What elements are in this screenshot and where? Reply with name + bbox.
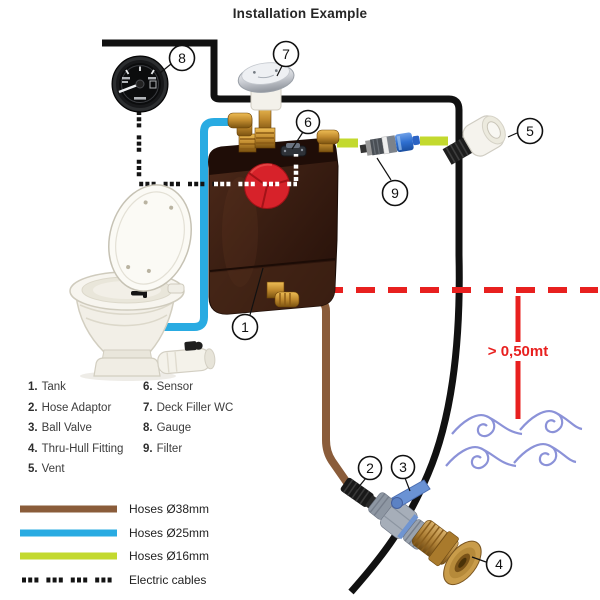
- svg-text:3: 3: [399, 459, 407, 475]
- callout-6: 6: [295, 109, 321, 135]
- svg-text:2: 2: [366, 460, 374, 476]
- hose-legend-16mm: Hoses Ø16mm: [20, 548, 209, 564]
- hose-25mm-toilet-to-tank: [126, 118, 231, 331]
- hose-legend-38mm: Hoses Ø38mm: [20, 501, 209, 517]
- electric-cables: [136, 111, 299, 187]
- callout-1: 1: [231, 313, 259, 341]
- hose-16mm-vent-line: [337, 136, 448, 148]
- svg-text:9: 9: [391, 185, 399, 201]
- deck-filler-wc: [237, 62, 295, 149]
- legend-item-sensor: 6.Sensor: [143, 381, 194, 393]
- vent: [442, 115, 506, 165]
- callout-5: 5: [516, 117, 544, 145]
- parts-legend-col1: 1.Tank 2.Hose Adaptor 3.Ball Valve 4.Thr…: [28, 377, 123, 480]
- page-title: Installation Example: [232, 6, 368, 21]
- legend-item-tank: 1.Tank: [28, 381, 66, 393]
- toilet-pump: [157, 341, 216, 375]
- hose-16mm-swatch: [20, 552, 117, 560]
- hose-legend: Hoses Ø38mm Hoses Ø25mm Hoses Ø16mm Elec…: [20, 501, 209, 595]
- svg-text:5: 5: [526, 123, 534, 139]
- svg-text:8: 8: [178, 50, 186, 66]
- callout-leaders: [159, 63, 518, 563]
- hose-adaptor: [340, 477, 377, 509]
- legend-item-hose-adaptor: 2.Hose Adaptor: [28, 401, 112, 414]
- electric-cables-swatch: [22, 577, 115, 582]
- parts-legend-col2: 6.Sensor 7.Deck Filler WC 8.Gauge 9.Filt…: [143, 377, 233, 459]
- svg-text:6: 6: [304, 114, 312, 130]
- svg-text:7: 7: [282, 46, 290, 62]
- legend-item-vent: 5.Vent: [28, 463, 65, 475]
- legend-item-ball-valve: 3.Ball Valve: [28, 422, 92, 434]
- legend-item-filter: 9.Filter: [143, 442, 183, 455]
- svg-text:4: 4: [495, 556, 503, 572]
- hose-25mm-swatch: [20, 529, 117, 536]
- sensor: [280, 143, 307, 157]
- filter: [359, 132, 421, 156]
- tank-outlet-elbow: [266, 281, 300, 308]
- callout-9: 9: [381, 179, 409, 207]
- thru-hull-fitting: [411, 520, 482, 586]
- tank-vent-elbow: [316, 129, 340, 153]
- waves: [445, 410, 583, 470]
- tank-inlet-elbow: [227, 112, 257, 153]
- hose-38mm-tank-to-valve: [294, 297, 352, 487]
- legend-item-gauge: 8.Gauge: [143, 422, 192, 434]
- callout-2: 2: [357, 455, 383, 481]
- legend-item-thru-hull: 4.Thru-Hull Fitting: [28, 442, 124, 455]
- gauge: [111, 55, 169, 113]
- electric-cables-legend: Electric cables: [20, 572, 209, 588]
- callout-8: 8: [168, 44, 196, 72]
- ball-valve-handle: [391, 479, 431, 509]
- toilet-lid: [108, 184, 192, 292]
- callout-3: 3: [390, 454, 416, 480]
- legend-item-deck-filler: 7.Deck Filler WC: [143, 401, 234, 414]
- hose-legend-25mm: Hoses Ø25mm: [20, 525, 209, 541]
- toilet: [69, 184, 216, 381]
- callout-7: 7: [272, 40, 300, 68]
- callout-4: 4: [485, 550, 513, 578]
- svg-text:1: 1: [241, 319, 249, 335]
- callouts: 1 2 3 4 5 6 7 8 9: [168, 40, 544, 578]
- tank-inspection-cap: [244, 163, 290, 209]
- min-distance-label: > 0,50mt: [486, 342, 550, 361]
- hose-38mm-swatch: [20, 505, 117, 513]
